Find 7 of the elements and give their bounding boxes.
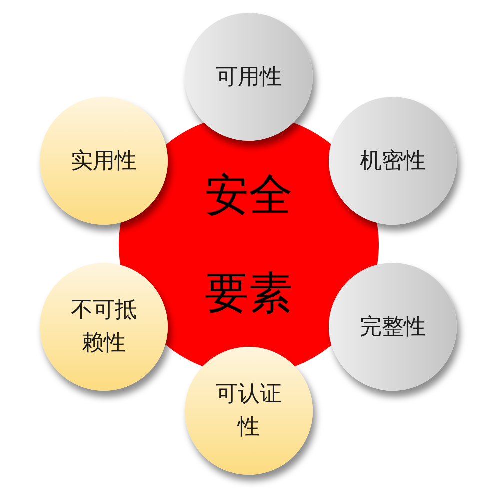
circle-label: 不可抵赖性 <box>70 297 138 358</box>
circle-label: 机密性 <box>359 148 427 176</box>
circle-label: 可认证性 <box>215 381 283 442</box>
circle-label: 实用性 <box>70 148 138 176</box>
hub-title: 安全要素 <box>204 169 294 321</box>
circle-label: 可用性 <box>215 64 283 92</box>
circle-label: 完整性 <box>359 314 427 342</box>
